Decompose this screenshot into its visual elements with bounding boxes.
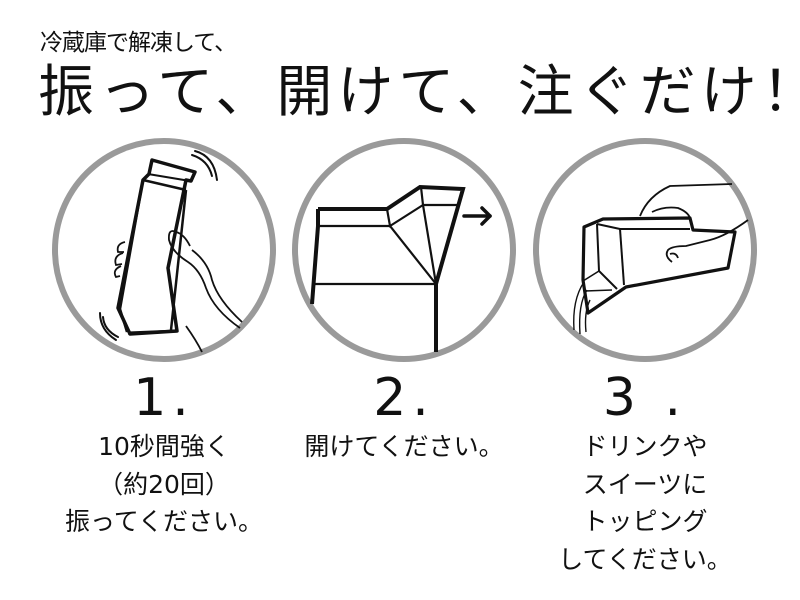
step-number: 1. xyxy=(133,368,195,428)
step-3-circle xyxy=(533,138,757,362)
step-description-line: してください。 xyxy=(558,544,732,574)
step-description-line: ドリンクや xyxy=(582,432,708,461)
step-1-circle xyxy=(52,138,276,362)
step-description-line: 開けてください。 xyxy=(304,432,504,461)
arrow-right-icon xyxy=(462,206,492,226)
step-number: 2. xyxy=(373,368,435,428)
step-3: 3 . ドリンクや スイーツに トッピング してください。 xyxy=(515,368,775,578)
subtitle: 冷蔵庫で解凍して、 xyxy=(40,30,237,56)
step-number: 3 . xyxy=(602,368,688,428)
step-description-line: 10秒間強く xyxy=(98,432,230,461)
open-carton-illustration xyxy=(292,138,516,362)
step-description-line: 振ってください。 xyxy=(64,507,263,536)
step-1: 1. 10秒間強く （約20回） 振ってください。 xyxy=(34,368,294,541)
page-title: 振って、開けて、注ぐだけ！ xyxy=(38,60,800,125)
shake-carton-illustration xyxy=(52,138,276,362)
pour-carton-illustration xyxy=(533,138,757,362)
step-description-line: スイーツに xyxy=(582,469,708,499)
step-2: 2. 開けてください。 xyxy=(274,368,534,465)
step-description-line: トッピング xyxy=(582,507,708,536)
step-description-line: （約20回） xyxy=(98,469,230,499)
step-2-circle xyxy=(292,138,516,362)
